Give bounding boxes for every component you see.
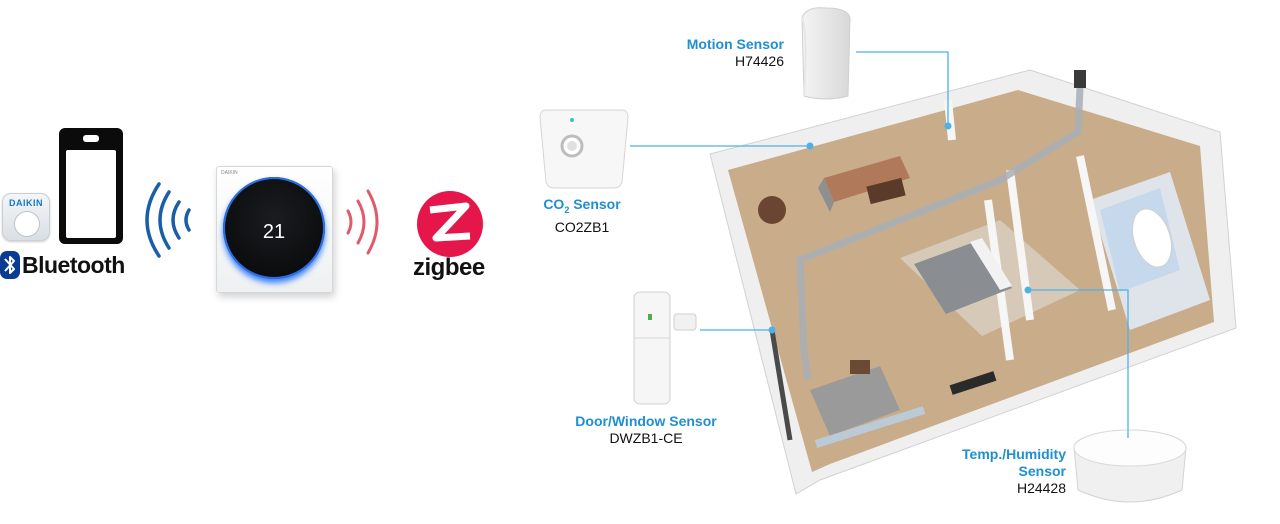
co2-title-suffix: Sensor [569,196,621,212]
phone-speaker [83,135,99,142]
smartphone-icon [59,128,123,244]
zigbee-signal-icon [346,189,379,255]
co2-title-prefix: CO [543,196,565,212]
co2-sensor-title: CO2 Sensor [526,196,638,219]
zigbee-logo-icon [417,191,483,257]
co2-sensor-label: CO2 Sensor CO2ZB1 [526,196,638,236]
temp-humidity-title-line1: Temp./Humidity [962,446,1066,462]
bluetooth-signal-icon [145,182,191,258]
motion-sensor-model: H74426 [734,53,784,69]
motion-sensor-label: Motion Sensor H74426 [670,36,784,70]
zigbee-label: zigbee [413,254,485,281]
co2-sensor-model: CO2ZB1 [554,218,610,235]
co2-sensor-device [539,109,629,189]
app-brand-text: DAIKIN [9,198,43,208]
thermostat-device: DAIKIN 21 [216,166,333,293]
thermostat-display: 21 [223,177,325,279]
app-dial-icon [14,211,40,237]
phone-screen [66,150,116,238]
door-window-sensor-label: Door/Window Sensor DWZB1-CE [566,413,726,447]
daikin-app-icon: DAIKIN [2,193,50,241]
temp-humidity-sensor-label: Temp./Humidity Sensor H24428 [930,446,1066,497]
motion-sensor-title: Motion Sensor [686,36,784,52]
thermostat-brand: DAIKIN [221,170,238,176]
temp-humidity-sensor-device [1073,429,1187,503]
motion-sensor-device [801,7,851,100]
thermostat-temperature: 21 [262,221,286,243]
door-window-sensor-title: Door/Window Sensor [575,413,717,429]
bluetooth-icon [0,251,20,279]
door-window-sensor-device [633,291,697,405]
temp-humidity-title-line2: Sensor [1018,463,1066,479]
bluetooth-label: Bluetooth [22,252,125,278]
door-window-sensor-model: DWZB1-CE [609,430,683,446]
apartment-floorplan [709,69,1237,495]
co2-title-sub: 2 [564,204,570,215]
temp-humidity-sensor-model: H24428 [1016,480,1066,496]
